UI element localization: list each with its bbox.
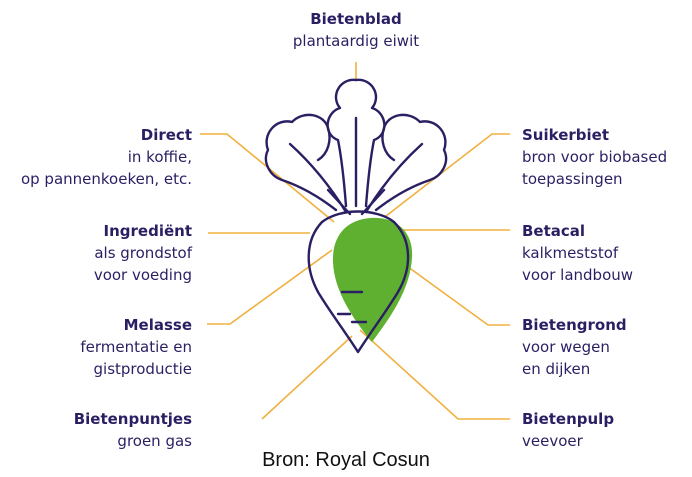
connector-melasse: [207, 250, 332, 324]
label-suikerbiet: Suikerbiet bron voor biobased toepassing…: [522, 124, 692, 190]
label-bietenpuntjes: Bietenpuntjes groen gas: [0, 408, 192, 452]
connector-suikerbiet: [386, 134, 510, 216]
label-ingredient-desc-2: voor voeding: [0, 264, 192, 286]
label-melasse-desc-1: fermentatie en: [0, 336, 192, 358]
label-betacal-title: Betacal: [522, 220, 692, 242]
label-bietengrond-desc-1: voor wegen: [522, 336, 692, 358]
label-betacal-desc-2: voor landbouw: [522, 264, 692, 286]
label-bietengrond: Bietengrond voor wegen en dijken: [522, 314, 692, 380]
label-betacal: Betacal kalkmeststof voor landbouw: [522, 220, 692, 286]
beet-green-fill: [333, 218, 412, 342]
label-ingredient-desc-1: als grondstof: [0, 242, 192, 264]
label-ingredient-title: Ingrediënt: [0, 220, 192, 242]
label-ingredient: Ingrediënt als grondstof voor voeding: [0, 220, 192, 286]
connector-bietenpuntjes: [262, 336, 352, 419]
label-suikerbiet-desc-1: bron voor biobased: [522, 146, 692, 168]
label-suikerbiet-title: Suikerbiet: [522, 124, 692, 146]
label-direct-desc-1: in koffie,: [0, 146, 192, 168]
label-melasse: Melasse fermentatie en gistproductie: [0, 314, 192, 380]
label-bietengrond-title: Bietengrond: [522, 314, 692, 336]
label-direct-title: Direct: [0, 124, 192, 146]
label-direct-desc-2: op pannenkoeken, etc.: [0, 168, 192, 190]
label-bietenblad-desc: plantaardig eiwit: [256, 30, 456, 52]
label-melasse-desc-2: gistproductie: [0, 358, 192, 380]
label-direct: Direct in koffie, op pannenkoeken, etc.: [0, 124, 192, 190]
connector-bietenpulp: [360, 330, 510, 419]
label-bietenblad-title: Bietenblad: [256, 8, 456, 30]
source-caption: Bron: Royal Cosun: [0, 449, 692, 472]
label-bietengrond-desc-2: en dijken: [522, 358, 692, 380]
label-bietenpulp: Bietenpulp veevoer: [522, 408, 692, 452]
label-suikerbiet-desc-2: toepassingen: [522, 168, 692, 190]
label-bietenpulp-title: Bietenpulp: [522, 408, 692, 430]
label-betacal-desc-1: kalkmeststof: [522, 242, 692, 264]
label-melasse-title: Melasse: [0, 314, 192, 336]
label-bietenpuntjes-title: Bietenpuntjes: [0, 408, 192, 430]
label-bietenblad: Bietenblad plantaardig eiwit: [256, 8, 456, 52]
